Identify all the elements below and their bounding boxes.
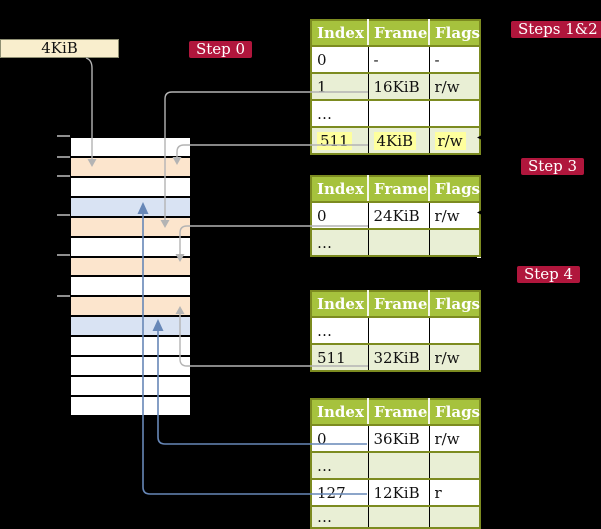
table-cell: [428, 99, 480, 127]
table-cell: 32KiB: [367, 343, 429, 371]
table-row: …: [311, 505, 480, 528]
memory-row-free: [71, 396, 190, 415]
memory-row-mapped-page: [71, 197, 190, 216]
memory-row-free: [71, 377, 190, 395]
table-cell: 4KiB: [367, 126, 429, 154]
table-cell: r/w: [428, 202, 480, 229]
table-cell: …: [317, 321, 332, 340]
table-cell: 127: [311, 478, 368, 506]
table-row: 0 --: [311, 46, 480, 73]
table-cell: r/w: [428, 72, 480, 100]
table-cell: r: [428, 478, 480, 506]
table-row: …: [311, 317, 480, 344]
table-cell: 24KiB: [367, 202, 429, 229]
table-cell: 36KiB: [367, 425, 429, 452]
table-cell: [428, 317, 480, 344]
column-header: Frame: [367, 20, 429, 47]
table-cell: [367, 317, 429, 344]
table-cell: [367, 228, 429, 256]
column-header: Frame: [367, 176, 429, 203]
table-cell: -: [367, 46, 429, 73]
table-cell: …: [311, 505, 368, 528]
table-row: …: [311, 99, 480, 127]
address-tick: [57, 254, 70, 256]
table-cell: 511: [311, 343, 368, 371]
table-cell: [428, 505, 480, 528]
address-tick: [57, 295, 70, 297]
frame-size-box: 4KiB: [0, 39, 119, 58]
memory-row-free: [71, 237, 190, 256]
table-cell: …: [311, 451, 368, 479]
table-cell: 0: [317, 206, 327, 225]
table-cell: 12KiB: [367, 478, 429, 506]
column-header: Flags: [428, 20, 480, 47]
table-cell: r/w: [428, 126, 480, 154]
column-header: Flags: [428, 176, 480, 203]
table-cell: …: [311, 228, 368, 256]
table-cell: [367, 451, 429, 479]
memory-row-free: [71, 138, 190, 156]
table-cell: …: [311, 99, 368, 127]
table-cell: r/w: [428, 343, 480, 371]
address-tick: [57, 175, 70, 177]
column-header: Frame: [367, 291, 429, 318]
memory-row-page-table: [71, 217, 190, 236]
table-cell: 1: [311, 72, 368, 100]
step-badge-1-2: Steps 1&2: [511, 21, 601, 38]
step-badge-3: Step 3: [521, 158, 585, 175]
step-badge-4: Step 4: [517, 266, 581, 283]
memory-row-free: [71, 277, 190, 296]
table-cell: r/w: [428, 425, 480, 452]
frame-size-label: 4KiB: [41, 39, 78, 57]
table-cell: [428, 228, 480, 256]
memory-row-page-table: [71, 157, 190, 176]
table-row: …: [311, 228, 480, 256]
memory-row-free: [71, 177, 190, 196]
table-row: …: [311, 451, 480, 479]
address-tick: [57, 214, 70, 216]
step-badge-0: Step 0: [189, 41, 253, 58]
table-cell: 0: [317, 50, 327, 69]
column-header: Index: [311, 399, 368, 426]
column-header: Flags: [428, 399, 480, 426]
column-header: Frame: [367, 399, 429, 426]
table-cell: 511: [311, 126, 368, 154]
table-cell: -: [428, 46, 480, 73]
memory-row-mapped-page: [71, 317, 190, 336]
memory-row-page-table: [71, 297, 190, 316]
table-cell: 16KiB: [367, 72, 429, 100]
table-cell: [367, 99, 429, 127]
column-header: Index: [311, 20, 368, 47]
table-cell: 0: [317, 429, 327, 448]
memory-row-free: [71, 337, 190, 356]
column-header: Index: [311, 176, 368, 203]
table-cell: [367, 505, 429, 528]
table-cell: [428, 451, 480, 479]
memory-column: [71, 138, 190, 415]
column-header: Index: [311, 291, 368, 318]
memory-row-page-table: [71, 257, 190, 276]
memory-row-free: [71, 357, 190, 376]
address-tick: [57, 135, 70, 137]
column-header: Flags: [428, 291, 480, 318]
address-tick: [57, 156, 70, 158]
